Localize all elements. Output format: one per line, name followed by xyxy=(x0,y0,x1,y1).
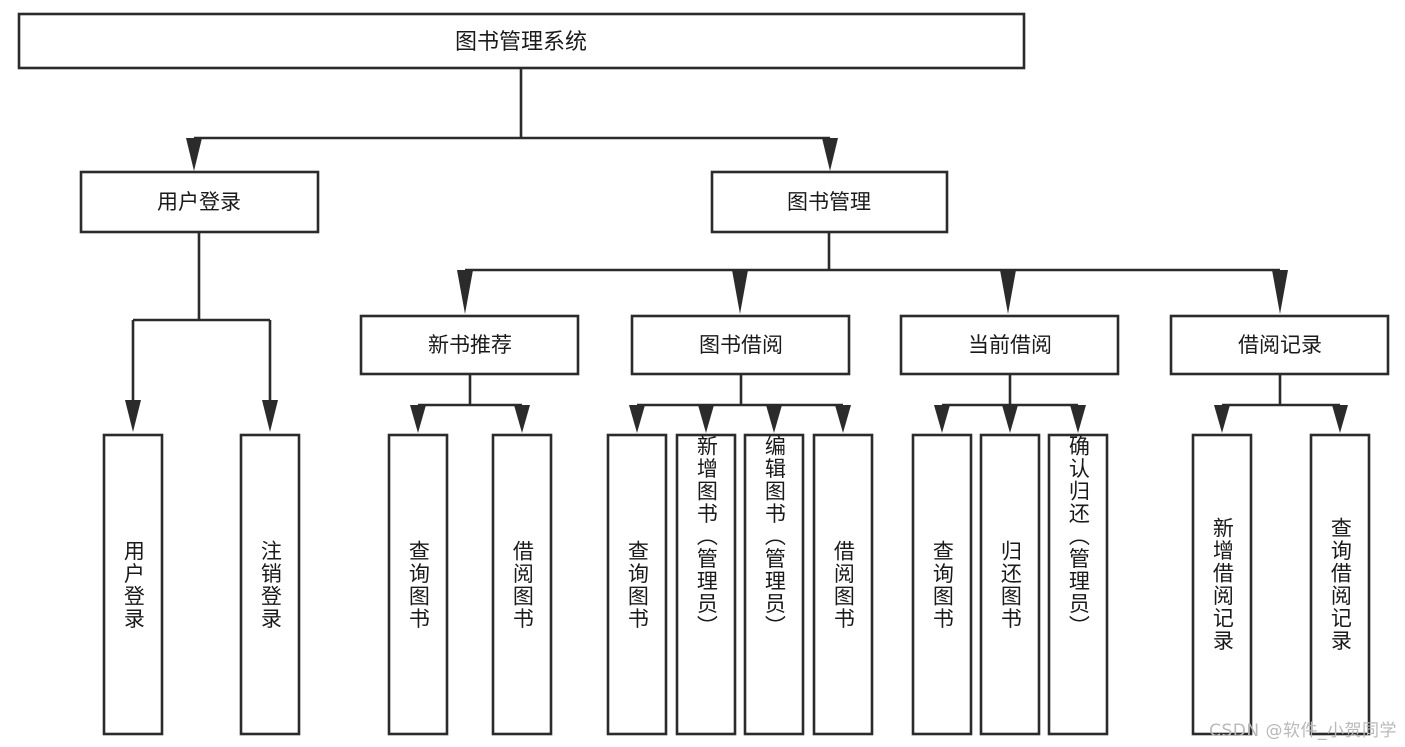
arrow-head-current-borrow-leaf-1 xyxy=(934,405,950,433)
arrow-head-new-book-leaf-1 xyxy=(410,405,426,433)
arrow-head-book-borrow-leaf-1 xyxy=(629,405,645,433)
arrow-head-borrow-record-leaf-2 xyxy=(1332,405,1348,433)
leaf-box-user-login-2[interactable] xyxy=(239,433,301,736)
leaf-box-new-book-1[interactable] xyxy=(387,433,449,736)
csdn-watermark: CSDN @软件_小贺同学 xyxy=(1209,721,1397,741)
node-new-book[interactable]: 新书推荐 xyxy=(359,314,580,376)
leaf-box-new-book-2[interactable] xyxy=(491,433,553,736)
node-book-borrow-label: 图书借阅 xyxy=(699,333,783,357)
node-new-book-label: 新书推荐 xyxy=(428,333,512,357)
node-borrow-record-label: 借阅记录 xyxy=(1238,333,1322,357)
leaf-box-borrow-record-2[interactable] xyxy=(1309,433,1371,736)
node-current-borrow[interactable]: 当前借阅 xyxy=(899,314,1120,376)
node-book-borrow[interactable]: 图书借阅 xyxy=(630,314,851,376)
arrow-head-user-login-leaf-1 xyxy=(125,400,141,432)
leaf-box-current-borrow-1[interactable] xyxy=(911,433,973,736)
arrow-head-to-current-borrow xyxy=(1000,270,1016,314)
arrow-head-current-borrow-leaf-2 xyxy=(1002,405,1018,433)
node-current-borrow-box xyxy=(899,314,1120,376)
node-book-manage-box xyxy=(710,170,949,234)
node-user-login-label: 用户登录 xyxy=(157,190,241,214)
node-borrow-record[interactable]: 借阅记录 xyxy=(1169,314,1390,376)
arrow-head-book-borrow-leaf-2 xyxy=(698,405,714,433)
arrow-head-book-borrow-leaf-4 xyxy=(835,405,851,433)
leaf-box-book-borrow-1[interactable] xyxy=(606,433,668,736)
node-user-login[interactable]: 用户登录 xyxy=(79,170,320,234)
arrow-head-to-book-manage xyxy=(822,138,838,171)
arrow-head-to-book-borrow xyxy=(732,270,748,314)
node-new-book-box xyxy=(359,314,580,376)
arrow-head-borrow-record-leaf-1 xyxy=(1214,405,1230,433)
node-book-borrow-box xyxy=(630,314,851,376)
leaf-box-book-borrow-4[interactable] xyxy=(812,433,874,736)
arrow-head-user-login-leaf-2 xyxy=(262,400,278,432)
node-root[interactable]: 图书管理系统 xyxy=(17,12,1026,70)
leaf-box-current-borrow-2[interactable] xyxy=(979,433,1041,736)
leaf-box-user-login-1[interactable] xyxy=(102,433,164,736)
node-current-borrow-label: 当前借阅 xyxy=(968,333,1052,357)
arrow-head-to-borrow-record xyxy=(1272,270,1288,314)
arrow-head-book-borrow-leaf-3 xyxy=(766,405,782,433)
leaf-box-current-borrow-3[interactable] xyxy=(1047,433,1109,736)
arrow-head-current-borrow-leaf-3 xyxy=(1070,405,1086,433)
arrow-head-new-book-leaf-2 xyxy=(514,405,530,433)
node-borrow-record-box xyxy=(1169,314,1390,376)
node-root-label: 图书管理系统 xyxy=(455,30,587,55)
node-root-box xyxy=(17,12,1026,70)
leaf-box-book-borrow-3[interactable] xyxy=(743,433,805,736)
node-book-manage[interactable]: 图书管理 xyxy=(710,170,949,234)
arrow-head-to-user-login xyxy=(186,138,202,171)
leaf-box-book-borrow-2[interactable] xyxy=(675,433,737,736)
node-book-manage-label: 图书管理 xyxy=(787,190,871,214)
arrow-head-to-new-book xyxy=(457,270,473,314)
leaf-box-borrow-record-1[interactable] xyxy=(1191,433,1253,736)
